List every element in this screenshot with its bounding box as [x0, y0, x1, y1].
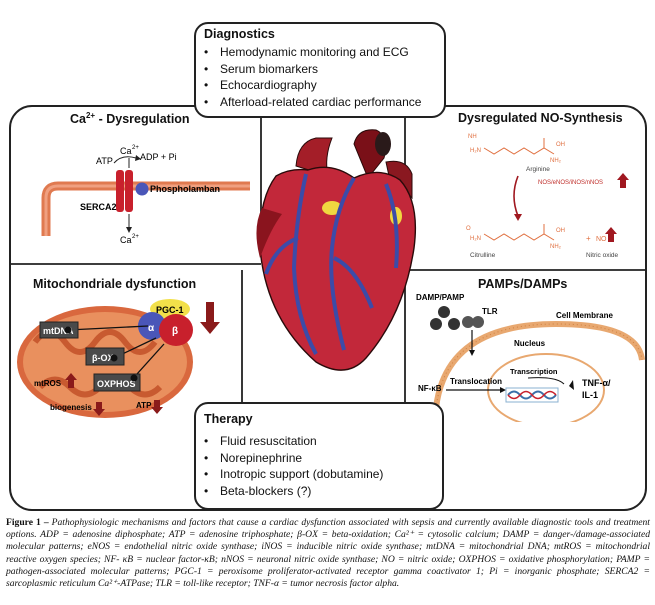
heart-illustration — [256, 129, 417, 371]
biogenesis-label: biogenesis — [50, 403, 92, 412]
no-label: NO — [596, 236, 607, 243]
calcium-diagram: Ca 2+ ATP ADP + Pi Phospholamban SERCA2 … — [41, 145, 250, 245]
diagnostics-item: Serum biomarkers — [202, 61, 421, 78]
tnf-label: TNF-α/ — [582, 378, 611, 388]
arginine-label: Arginine — [526, 166, 550, 173]
figure-caption: Figure 1 – Pathophysiologic mechanisms a… — [6, 517, 650, 590]
il1-label: IL-1 — [582, 390, 598, 400]
therapy-item: Beta-blockers (?) — [202, 483, 383, 500]
therapy-list: Fluid resuscitation Norepinephrine Inotr… — [202, 433, 383, 499]
cell-membrane-label: Cell Membrane — [556, 311, 613, 320]
calcium-adp: ADP + Pi — [140, 152, 177, 162]
alpha-label: α — [148, 323, 155, 334]
nitric-oxide-label: Nitric oxide — [586, 252, 619, 259]
nucleus-label: Nucleus — [514, 339, 546, 348]
calcium-title: Ca2+ - Dysregulation — [70, 111, 190, 127]
transcription-label: Transcription — [510, 367, 558, 376]
no-synthesis-title: Dysregulated NO-Synthesis — [458, 111, 623, 125]
therapy-box: Therapy Fluid resuscitation Norepinephri… — [194, 402, 444, 510]
oxphos-label: OXPHOS — [97, 379, 136, 389]
damp-pamp-label: DAMP/PAMP — [416, 293, 465, 302]
calcium-serca2: SERCA2 — [80, 202, 117, 212]
therapy-item: Inotropic support (dobutamine) — [202, 466, 383, 483]
mtros-label: mtROS — [34, 379, 62, 388]
pamps-title: PAMPs/DAMPs — [478, 277, 568, 291]
svg-text:O: O — [466, 226, 471, 232]
tlr-label: TLR — [482, 307, 498, 316]
mito-title: Mitochondriale dysfunction — [33, 277, 197, 291]
calcium-ca-bottom-sup: 2+ — [132, 234, 139, 240]
svg-text:NH₂: NH₂ — [550, 158, 562, 164]
mito-diagram: PGC-1 α β mtDNA β-OX OXPHOS mtROS biogen… — [17, 299, 220, 418]
svg-text:NH₂: NH₂ — [550, 244, 562, 250]
therapy-item: Norepinephrine — [202, 450, 383, 467]
therapy-item: Fluid resuscitation — [202, 433, 383, 450]
calcium-phospholamban: Phospholamban — [150, 184, 220, 194]
caption-label: Figure 1 – — [6, 517, 49, 528]
diagnostics-list: Hemodynamic monitoring and ECG Serum bio… — [202, 44, 421, 110]
svg-text:OH: OH — [556, 142, 565, 148]
calcium-ca-top-sup: 2+ — [132, 145, 139, 151]
box-label: β-OX — [92, 353, 114, 363]
mito-atp-label: ATP — [136, 401, 152, 410]
svg-text:NH: NH — [468, 134, 477, 140]
mtdna-label: mtDNA — [43, 326, 74, 336]
diagnostics-item: Afterload-related cardiac performance — [202, 94, 421, 111]
plus-sign: + — [586, 234, 591, 243]
citrulline-label: Citrulline — [470, 252, 496, 259]
svg-text:H₂N: H₂N — [470, 236, 481, 242]
svg-text:OH: OH — [556, 228, 565, 234]
calcium-atp: ATP — [96, 156, 113, 166]
no-synthesis-diagram: NH H₂N OH NH₂ O H₂N OH NH₂ Arginine NOS/… — [466, 134, 629, 259]
nfkb-label: NF-κB — [418, 384, 442, 393]
diagnostics-item: Hemodynamic monitoring and ECG — [202, 44, 421, 61]
diagnostics-box: Diagnostics Hemodynamic monitoring and E… — [194, 22, 446, 118]
therapy-title: Therapy — [204, 412, 253, 426]
pgc1-label: PGC-1 — [156, 305, 184, 315]
beta-label: β — [172, 326, 178, 337]
nos-enzymes: NOS/eNOS/iNOS/nNOS — [538, 180, 603, 186]
calcium-ca-bottom: Ca — [120, 235, 132, 245]
translocation-label: Translocation — [450, 377, 502, 386]
diagnostics-title: Diagnostics — [204, 27, 275, 41]
caption-text: Pathophysiologic mechanisms and factors … — [6, 517, 650, 590]
pamps-diagram: DAMP/PAMP TLR Cell Membrane Nucleus NF-κ… — [416, 293, 645, 422]
svg-text:H₂N: H₂N — [470, 148, 481, 154]
diagnostics-item: Echocardiography — [202, 77, 421, 94]
calcium-ca-top: Ca — [120, 146, 132, 156]
